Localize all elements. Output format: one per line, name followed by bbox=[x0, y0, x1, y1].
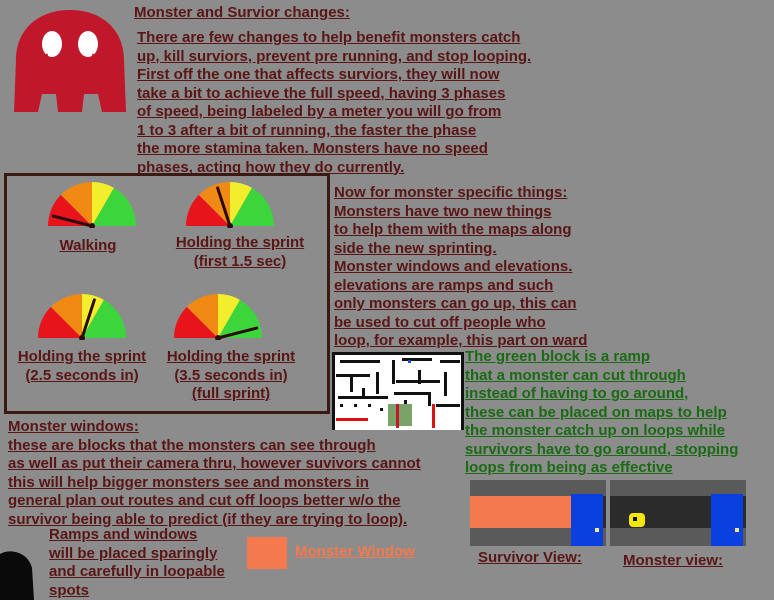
body-line: of speed, being labeled by a meter you w… bbox=[137, 103, 502, 120]
survivor-view-image bbox=[470, 480, 606, 546]
meter-segment bbox=[230, 187, 274, 226]
meter-segment bbox=[82, 294, 104, 338]
body-line: spots bbox=[49, 581, 90, 599]
section-heading: Monster and Survior changes: bbox=[134, 4, 350, 21]
meter-segment bbox=[186, 294, 218, 338]
body-line: Monsters have two new things bbox=[334, 202, 552, 220]
meter-label-line: Holding the sprint bbox=[17, 348, 147, 365]
monster-view-label: Monster view: bbox=[623, 552, 724, 569]
meter-segment bbox=[92, 187, 136, 226]
monster-window-swatch bbox=[247, 537, 287, 569]
meter-segment bbox=[38, 306, 82, 338]
meter-hub bbox=[89, 223, 95, 228]
shadow-figure-icon bbox=[0, 551, 34, 600]
legend-label: Monster Window bbox=[295, 543, 415, 560]
body-line: take a bit to achieve the full speed, ha… bbox=[137, 84, 506, 102]
meter-label-line: (3.5 seconds in) bbox=[174, 366, 288, 384]
meter-segment bbox=[230, 182, 252, 226]
speed-meter-icon bbox=[48, 182, 136, 228]
ramp-note: The green block is a ramp that a monster… bbox=[465, 348, 738, 478]
speed-meter-panel bbox=[4, 173, 330, 414]
body-line: First off the one that affects surviors,… bbox=[137, 66, 500, 83]
meter-segment bbox=[186, 194, 230, 226]
monster-specific-section: Now for monster specific things: Monster… bbox=[334, 184, 587, 351]
meter-label-line: Holding the sprint bbox=[175, 234, 305, 251]
body-line: Ramps and windows bbox=[49, 526, 198, 543]
body-line: side the new sprinting. bbox=[334, 239, 497, 257]
speed-meter-icon bbox=[174, 294, 262, 340]
meter-hub bbox=[227, 223, 233, 228]
body-line: 1 to 3 after a bit of running, the faste… bbox=[137, 121, 477, 139]
meter-label: Holding the sprint (2.5 seconds in) bbox=[6, 348, 158, 385]
body-line: There are few changes to help benefit mo… bbox=[137, 29, 521, 46]
body-line: general plan out routes and cut off loop… bbox=[8, 492, 401, 509]
meter-needle bbox=[80, 298, 96, 340]
meter-segment bbox=[198, 182, 230, 226]
meter-hub bbox=[79, 335, 85, 340]
body-line: elevations are ramps and such bbox=[334, 276, 554, 294]
meter-segment bbox=[50, 294, 82, 338]
body-line: to help them with the maps along bbox=[334, 221, 572, 238]
body-line: only monsters can go up, this can bbox=[334, 295, 577, 312]
body-line: instead of having to go around, bbox=[465, 385, 689, 402]
body-line: these are blocks that the monsters can s… bbox=[8, 436, 376, 454]
meter-hub bbox=[215, 335, 221, 340]
meter-needle bbox=[216, 186, 232, 228]
body-line: the monster catch up on loops while bbox=[465, 422, 726, 439]
body-line: Now for monster specific things: bbox=[334, 184, 568, 201]
section1-body: There are few changes to help benefit mo… bbox=[137, 29, 531, 177]
body-line: survivor being able to predict (if they … bbox=[8, 510, 408, 528]
survivor-view-label: Survivor View: bbox=[478, 549, 582, 566]
monster-windows-section: Monster windows: these are blocks that t… bbox=[8, 418, 421, 529]
meter-label: Holding the sprint (3.5 seconds in) (ful… bbox=[152, 348, 310, 404]
body-line: up, kill surviors, prevent pre running, … bbox=[137, 47, 532, 65]
meter-segment bbox=[60, 182, 92, 226]
meter-segment bbox=[82, 299, 126, 338]
body-line: this will help bigger monsters see and m… bbox=[8, 473, 369, 491]
meter-segment bbox=[218, 294, 240, 338]
body-line: survivors have to go around, stopping bbox=[465, 440, 739, 458]
ramps-note: Ramps and windows will be placed sparing… bbox=[49, 526, 225, 600]
meter-needle bbox=[216, 326, 259, 340]
speed-meter-icon bbox=[38, 294, 126, 340]
meter-segment bbox=[92, 182, 114, 226]
body-line: The green block is a ramp bbox=[465, 348, 651, 365]
meter-segment bbox=[174, 306, 218, 338]
body-line: Monster windows: bbox=[8, 418, 139, 435]
body-line: Monster windows and elevations. bbox=[334, 258, 573, 275]
body-line: the more stamina taken. Monsters have no… bbox=[137, 140, 488, 157]
meter-label-line: (2.5 seconds in) bbox=[25, 366, 139, 384]
body-line: phases, acting how they do currently. bbox=[137, 158, 405, 176]
monster-view-image bbox=[610, 480, 746, 546]
meter-label-line: (first 1.5 sec) bbox=[193, 252, 287, 270]
monster-mascot-icon bbox=[14, 10, 126, 112]
meter-label: Walking bbox=[59, 237, 117, 254]
body-line: as well as put their camera thru, howeve… bbox=[8, 455, 421, 472]
meter-label-line: (full sprint) bbox=[191, 385, 271, 402]
body-line: will be placed sparingly bbox=[49, 544, 218, 562]
body-line: and carefully in loopable bbox=[49, 563, 225, 580]
meter-label-line: Holding the sprint bbox=[166, 348, 296, 365]
map-example-image bbox=[332, 352, 464, 430]
body-line: loop, for example, this part on ward bbox=[334, 332, 588, 349]
body-line: loops from being as effective bbox=[465, 459, 673, 476]
body-line: that a monster can cut through bbox=[465, 366, 686, 384]
speed-meter-icon bbox=[186, 182, 274, 228]
body-line: these can be placed on maps to help bbox=[465, 403, 727, 421]
body-line: be used to cut off people who bbox=[334, 313, 546, 331]
meter-needle bbox=[51, 214, 94, 228]
meter-label: Holding the sprint (first 1.5 sec) bbox=[160, 234, 320, 271]
